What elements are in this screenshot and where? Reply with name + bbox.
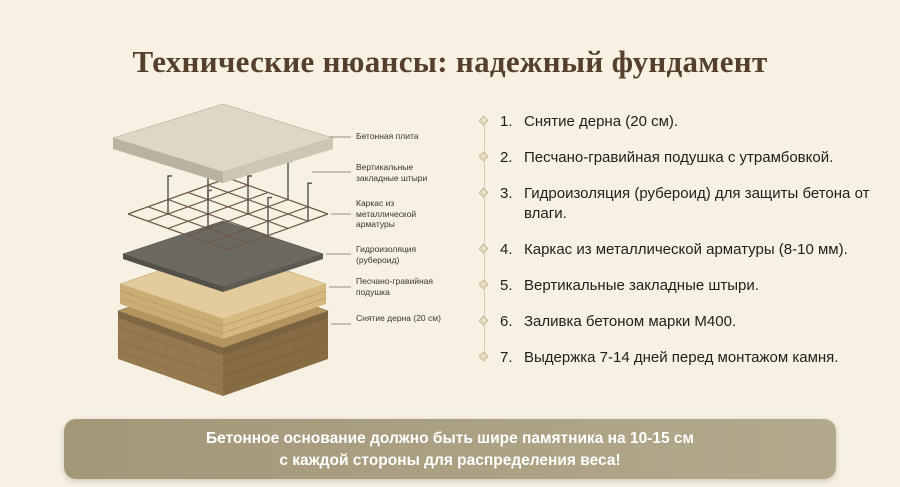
- diagram-label-waterproofing: Гидроизоляция (рубероид): [356, 244, 417, 265]
- step-item-1: 1. Снятие дерна (20 см).: [478, 112, 880, 132]
- step-text: Гидроизоляция (рубероид) для защиты бето…: [524, 185, 870, 222]
- info-banner: Бетонное основание должно быть шире памя…: [64, 419, 836, 479]
- waterproofing-layer: [122, 220, 324, 292]
- diagram-label-turf-removal: Снятие дерна (20 см): [356, 313, 441, 323]
- foundation-exploded-view-illustration: [111, 103, 351, 396]
- diamond-bullet-icon: [478, 351, 489, 362]
- diamond-bullet-icon: [478, 151, 489, 162]
- step-number: 7.: [500, 348, 513, 366]
- leader-lines: [312, 136, 351, 325]
- diagram-label-embedded-pins: Вертикальные закладные штыри: [356, 162, 428, 183]
- step-item-3: 3. Гидроизоляция (рубероид) для защиты б…: [478, 184, 880, 224]
- step-number: 3.: [500, 185, 513, 202]
- diagram-label-rebar-frame: Каркас из металлической арматуры: [356, 198, 417, 230]
- diamond-bullet-icon: [478, 315, 489, 326]
- diamond-bullet-icon: [478, 279, 489, 290]
- step-number: 1.: [500, 113, 513, 130]
- step-text: Заливка бетоном марки М400.: [524, 312, 737, 330]
- foundation-diagram: Бетонная плита Вертикальные закладные шт…: [98, 96, 484, 416]
- diagram-label-concrete-slab: Бетонная плита: [356, 131, 419, 141]
- step-number: 5.: [500, 276, 513, 294]
- diamond-bullet-icon: [478, 243, 489, 254]
- step-number: 2.: [500, 149, 513, 166]
- page-title: Технические нюансы: надежный фундамент: [132, 44, 768, 79]
- step-item-5: 5. Вертикальные закладные штыри.: [478, 276, 880, 296]
- steps-connector-line: [483, 122, 485, 358]
- step-text: Снятие дерна (20 см).: [524, 113, 679, 130]
- diamond-bullet-icon: [478, 115, 489, 126]
- step-text: Песчано-гравийная подушка с утрамбовкой.: [524, 149, 834, 166]
- step-text: Каркас из металлической арматуры (8-10 м…: [524, 240, 848, 258]
- diagram-label-sand-cushion: Песчано-гравийная подушка: [356, 276, 433, 297]
- steps-list: 1. Снятие дерна (20 см). 2. Песчано-грав…: [478, 112, 880, 384]
- diamond-bullet-icon: [478, 187, 489, 198]
- concrete-slab-layer: [111, 103, 335, 183]
- banner-line-2: с каждой стороны для распределения веса!: [279, 452, 621, 470]
- step-number: 4.: [500, 240, 513, 258]
- step-text: Вертикальные закладные штыри.: [524, 276, 759, 294]
- step-number: 6.: [500, 312, 513, 330]
- step-item-7: 7. Выдержка 7-14 дней перед монтажом кам…: [478, 348, 880, 368]
- step-text: Выдержка 7-14 дней перед монтажом камня.: [524, 348, 839, 366]
- step-item-2: 2. Песчано-гравийная подушка с утрамбовк…: [478, 148, 880, 168]
- step-item-4: 4. Каркас из металлической арматуры (8-1…: [478, 240, 880, 260]
- banner-line-1: Бетонное основание должно быть шире памя…: [206, 430, 694, 447]
- step-item-6: 6. Заливка бетоном марки М400.: [478, 312, 880, 332]
- rebar-grid: [127, 177, 329, 251]
